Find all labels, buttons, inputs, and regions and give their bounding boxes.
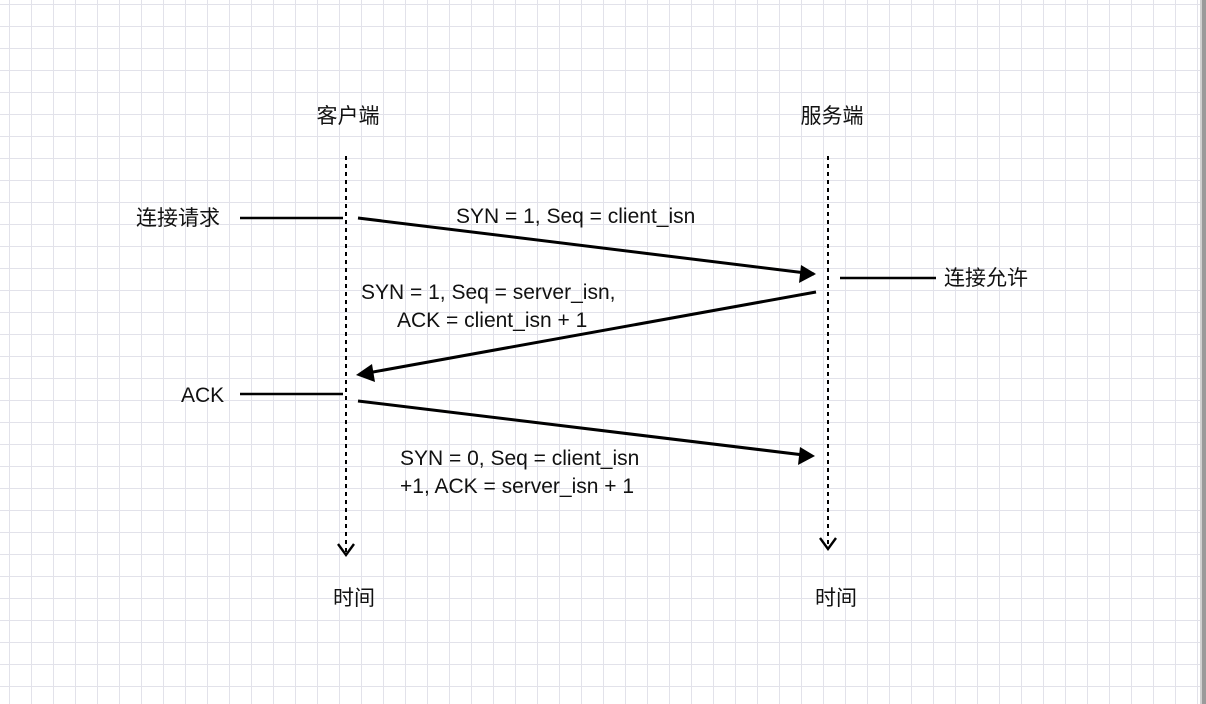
server-lifeline [819,156,837,552]
syn-ack-message-line2: ACK = client_isn + 1 [397,309,588,332]
syn-ack-arrowhead [356,364,375,382]
ack-label: ACK [181,384,225,407]
ack-message-line2: +1, ACK = server_isn + 1 [400,475,635,498]
window-edge-shadow [1200,0,1202,704]
syn-arrow [357,216,815,276]
ack-arrowhead [798,447,815,465]
client-lifeline [337,156,355,558]
syn-arrowhead [799,265,816,283]
client-time-label: 时间 [333,586,375,610]
server-time-label: 时间 [815,586,857,610]
server-title: 服务端 [800,104,864,128]
ack-message-line1: SYN = 0, Seq = client_isn [400,447,640,470]
window-edge [1202,0,1206,704]
syn-ack-message-line1: SYN = 1, Seq = server_isn, [361,281,616,304]
ack-arrow [357,399,813,458]
syn-ack-arrow [361,290,817,376]
client-title: 客户端 [316,104,380,128]
syn-message: SYN = 1, Seq = client_isn [456,205,696,228]
connect-allow-label: 连接允许 [944,266,1028,290]
connect-request-label: 连接请求 [136,206,220,230]
